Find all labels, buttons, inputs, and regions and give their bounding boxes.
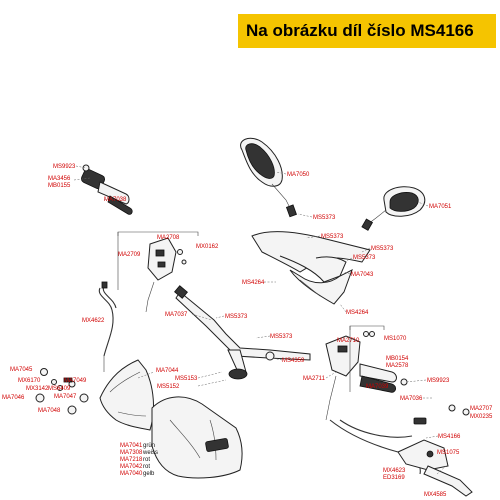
label-ms6409[interactable]: MS6409 — [48, 386, 71, 392]
label-ma7046[interactable]: MA7046 — [2, 395, 25, 401]
label-mx4623[interactable]: MX4623 — [383, 468, 406, 474]
label-mb0155[interactable]: MB0155 — [48, 183, 71, 189]
variant-color: weiss — [142, 450, 158, 456]
label-ma7037[interactable]: MA7037 — [165, 312, 188, 318]
label-ma7049[interactable]: MA7049 — [64, 378, 87, 384]
label-mx4585[interactable]: MX4585 — [424, 492, 447, 498]
label-ms4264-a[interactable]: MS4264 — [242, 280, 265, 286]
label-ma7038[interactable]: MA7038 — [104, 197, 127, 203]
label-ma2709[interactable]: MA2709 — [118, 252, 141, 258]
title-banner: Na obrázku díl číslo MS4166 — [238, 14, 496, 48]
label-mx6170[interactable]: MX6170 — [18, 378, 41, 384]
right-mirror[interactable] — [361, 186, 426, 231]
label-ma2710[interactable]: MA2710 — [337, 338, 360, 344]
variant-color: gelb — [143, 471, 155, 477]
label-ma2711[interactable]: MA2711 — [303, 376, 326, 382]
label-ms4166[interactable]: MS4166 — [438, 434, 461, 440]
label-ms9923-right[interactable]: MS9923 — [427, 378, 450, 384]
left-grip[interactable] — [80, 164, 133, 215]
brake-lever-assembly[interactable] — [329, 404, 473, 497]
left-cable-bundle[interactable] — [98, 281, 117, 372]
variant-code[interactable]: MA7042 — [120, 464, 143, 470]
label-ms1070[interactable]: MS1070 — [384, 336, 407, 342]
front-cover[interactable] — [151, 396, 243, 479]
title-text: Na obrázku díl číslo MS4166 — [246, 21, 474, 40]
label-ma7044[interactable]: MA7044 — [156, 368, 179, 374]
right-grip[interactable] — [359, 363, 408, 393]
label-mx3142[interactable]: MX3142 — [26, 386, 49, 392]
right-switch-housing[interactable] — [325, 331, 375, 421]
label-mx0235[interactable]: MX0235 — [470, 414, 493, 420]
label-ma7039[interactable]: MA7039 — [366, 384, 389, 390]
variant-code[interactable]: MA7308 — [120, 450, 143, 456]
label-ma7036[interactable]: MA7036 — [400, 396, 423, 402]
label-ms5153[interactable]: MS5153 — [175, 376, 198, 382]
label-ms5373-b[interactable]: MS5373 — [321, 234, 344, 240]
label-ms5373-e[interactable]: MS5373 — [225, 314, 248, 320]
leader-lines — [73, 165, 447, 475]
windshield[interactable] — [99, 359, 155, 431]
variant-code[interactable]: MA7218 — [120, 457, 143, 463]
color-variant-list: MA7041 grün MA7308 weiss MA7218 rot MA70… — [120, 443, 158, 477]
label-ms4359[interactable]: MS4359 — [282, 358, 305, 364]
label-mx0162[interactable]: MX0162 — [196, 244, 219, 250]
label-ms1075[interactable]: MS1075 — [437, 450, 460, 456]
label-ma2578[interactable]: MA2578 — [386, 363, 409, 369]
label-ma3456[interactable]: MA3456 — [48, 176, 71, 182]
label-mx4622[interactable]: MX4622 — [82, 318, 105, 324]
part-labels: MS9923 MA3456 MB0155 MA7038 MA7050 MA705… — [2, 164, 493, 498]
label-ma7048[interactable]: MA7048 — [38, 408, 61, 414]
label-ma7050[interactable]: MA7050 — [287, 172, 310, 178]
label-ms5373-d[interactable]: MS5373 — [353, 255, 376, 261]
left-mirror[interactable] — [240, 137, 297, 218]
upper-handlebar-cover[interactable] — [251, 231, 371, 305]
label-ma7051[interactable]: MA7051 — [429, 204, 452, 210]
label-ma2708[interactable]: MA2708 — [157, 235, 180, 241]
small-hardware-left[interactable] — [35, 368, 89, 415]
label-ms5373-a[interactable]: MS5373 — [313, 215, 336, 221]
label-ms4264-b[interactable]: MS4264 — [346, 310, 369, 316]
left-switch-housing[interactable] — [145, 237, 187, 313]
label-ms9923[interactable]: MS9923 — [53, 164, 76, 170]
label-ma2707[interactable]: MA2707 — [470, 406, 493, 412]
label-ma7047[interactable]: MA7047 — [54, 394, 77, 400]
label-ms5373-f[interactable]: MS5373 — [270, 334, 293, 340]
variant-code[interactable]: MA7041 — [120, 443, 143, 449]
label-ed3169[interactable]: ED3169 — [383, 475, 405, 481]
label-ms5152[interactable]: MS5152 — [157, 384, 180, 390]
label-ma7045[interactable]: MA7045 — [10, 367, 33, 373]
variant-code[interactable]: MA7040 — [120, 471, 143, 477]
label-mb0154[interactable]: MB0154 — [386, 356, 409, 362]
label-ma7043[interactable]: MA7043 — [351, 272, 374, 278]
handlebar[interactable] — [174, 285, 311, 380]
variant-color: grün — [143, 443, 155, 449]
variant-color: rot — [143, 457, 150, 463]
label-ms5373-c[interactable]: MS5373 — [371, 246, 394, 252]
variant-color: rot — [143, 464, 150, 470]
